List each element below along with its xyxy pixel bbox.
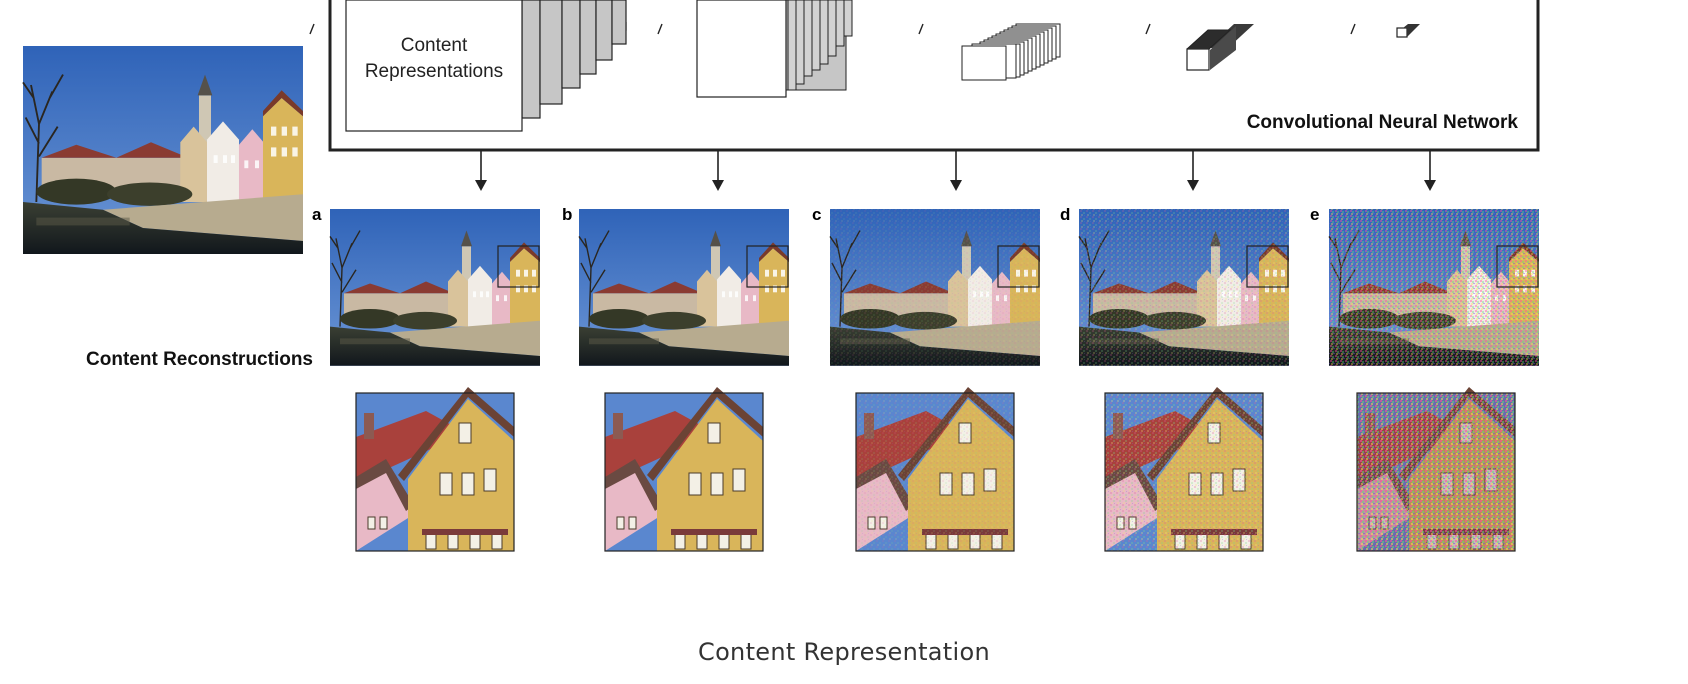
figure-caption: Content Representation	[698, 638, 990, 666]
panel-d: d	[1060, 205, 1290, 552]
detail-crop	[604, 386, 764, 552]
cnn-layer-4	[1145, 23, 1254, 71]
crop-box	[746, 245, 789, 288]
arrow-a	[475, 150, 487, 191]
panel-letter: d	[1060, 205, 1070, 224]
crop-box	[497, 245, 540, 288]
cnn-layer-5	[1350, 23, 1420, 38]
panel-a: a	[312, 205, 541, 552]
cnn-layer-1: Content Representations	[309, 0, 627, 132]
arrow-c	[950, 150, 962, 191]
detail-crop	[355, 386, 515, 552]
cnn-layer-2	[657, 0, 853, 98]
panel-letter: e	[1310, 205, 1319, 224]
crop-box	[997, 245, 1040, 288]
panel-b: b	[562, 205, 790, 552]
cnn-title: Convolutional Neural Network	[1247, 112, 1519, 133]
panel-letter: c	[812, 205, 821, 224]
cnn-layer-3	[918, 23, 1061, 81]
layer-label-line1: Content	[401, 35, 468, 56]
arrow-e	[1424, 150, 1436, 191]
panel-e: e	[1310, 205, 1540, 552]
arrow-b	[712, 150, 724, 191]
content-reconstructions-label: Content Reconstructions	[86, 349, 313, 370]
panel-letter: a	[312, 205, 322, 224]
panel-letter: b	[562, 205, 572, 224]
crop-box	[1496, 245, 1539, 288]
crop-box	[1246, 245, 1289, 288]
arrows	[475, 150, 1436, 191]
panel-c: c	[812, 205, 1041, 552]
arrow-d	[1187, 150, 1199, 191]
input-photo	[22, 45, 304, 255]
cnn-box: Convolutional Neural Network	[328, 0, 1540, 152]
layer-label-line2: Representations	[365, 61, 503, 82]
